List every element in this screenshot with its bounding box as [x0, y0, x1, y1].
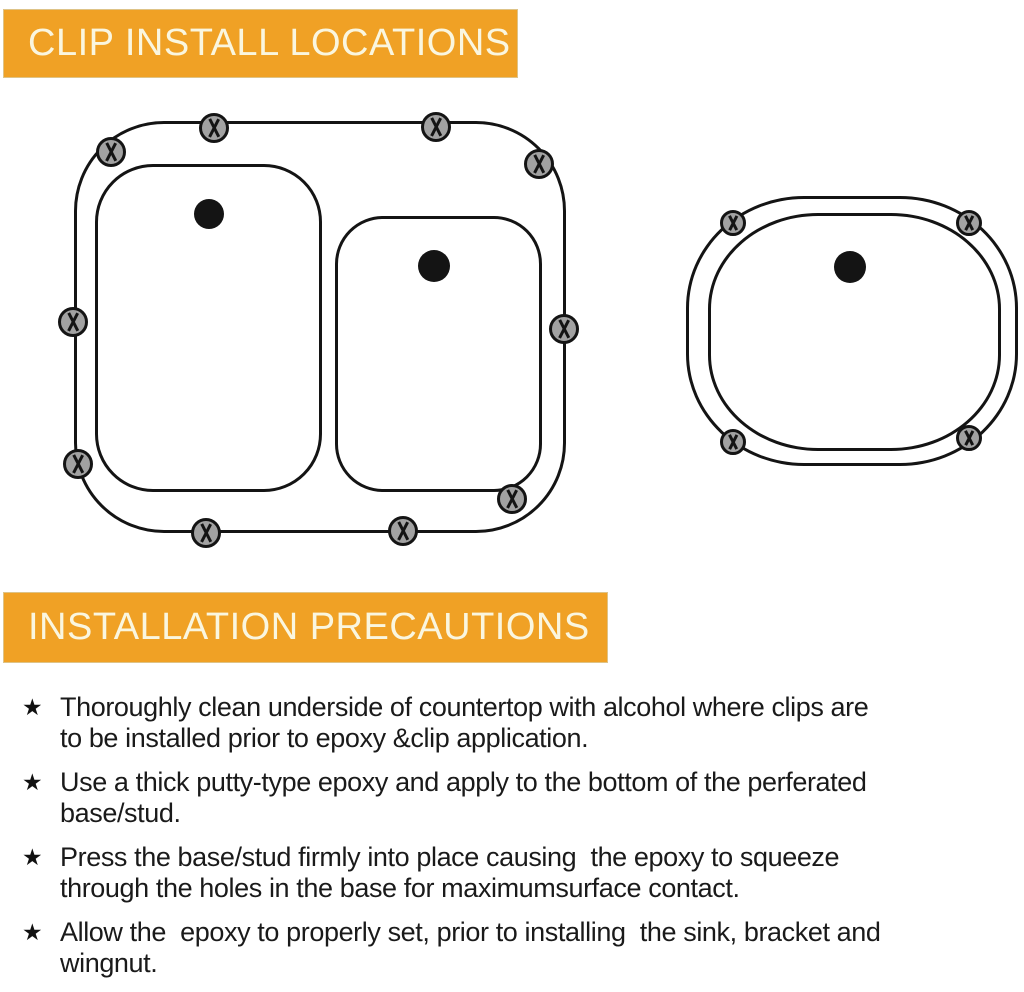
- clip-marker-icon: [96, 137, 126, 167]
- star-bullet-icon: ★: [22, 919, 43, 945]
- clip-marker-icon: [497, 484, 527, 514]
- clip-marker-icon: [956, 425, 982, 451]
- precaution-text: Use a thick putty-type epoxy and apply t…: [60, 767, 867, 828]
- star-bullet-icon: ★: [22, 769, 43, 795]
- clip-install-locations-title: CLIP INSTALL LOCATIONS: [28, 22, 511, 64]
- oval-sink-drain-dot: [834, 251, 866, 283]
- clip-marker-icon: [956, 210, 982, 236]
- precaution-item: ★ Use a thick putty-type epoxy and apply …: [22, 767, 1012, 829]
- clip-marker-icon: [191, 518, 221, 548]
- precaution-text: Press the base/stud firmly into place ca…: [60, 842, 840, 903]
- precaution-item: ★ Allow the epoxy to properly set, prior …: [22, 917, 1012, 979]
- clip-marker-icon: [720, 429, 746, 455]
- clip-marker-icon: [421, 112, 451, 142]
- star-bullet-icon: ★: [22, 694, 43, 720]
- star-bullet-icon: ★: [22, 844, 43, 870]
- clip-marker-icon: [58, 307, 88, 337]
- installation-precautions-title: INSTALLATION PRECAUTIONS: [28, 606, 590, 648]
- precaution-item: ★ Press the base/stud firmly into place c…: [22, 842, 1012, 904]
- left-bowl-drain-dot: [194, 199, 224, 229]
- clip-marker-icon: [388, 516, 418, 546]
- clip-install-locations-banner: CLIP INSTALL LOCATIONS: [3, 9, 518, 78]
- precaution-text: Allow the epoxy to properly set, prior t…: [60, 917, 881, 978]
- installation-precautions-banner: INSTALLATION PRECAUTIONS: [3, 592, 608, 663]
- oval-sink-bowl-outline: [708, 213, 1001, 451]
- clip-marker-icon: [63, 449, 93, 479]
- precaution-item: ★ Thoroughly clean underside of counterto…: [22, 692, 1012, 754]
- clip-marker-icon: [549, 314, 579, 344]
- clip-marker-icon: [199, 113, 229, 143]
- precautions-list: ★ Thoroughly clean underside of counterto…: [22, 692, 1012, 992]
- clip-marker-icon: [524, 149, 554, 179]
- right-bowl-drain-dot: [418, 250, 450, 282]
- right-bowl-outline: [335, 216, 542, 492]
- precaution-text: Thoroughly clean underside of countertop…: [60, 692, 869, 753]
- clip-marker-icon: [720, 210, 746, 236]
